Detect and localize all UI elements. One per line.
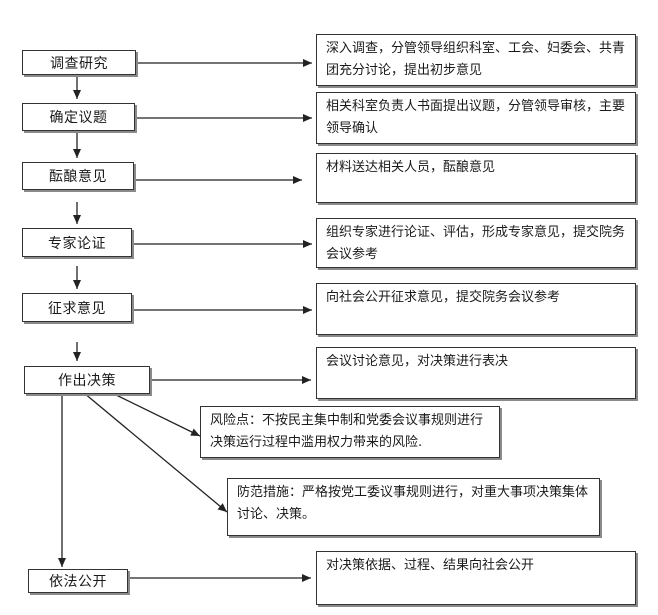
step-research-label: 调查研究 [50, 55, 108, 72]
detail-expert-text: 组织专家进行论证、评估，形成专家意见，提交院务会议参考 [326, 225, 626, 262]
step-publish-label: 依法公开 [49, 574, 107, 590]
step-decide-label: 作出决策 [58, 373, 116, 389]
detail-topic-text: 相关科室负责人书面提出议题，分管领导审核，主要领导确认 [326, 99, 626, 136]
step-research: 调查研究 [22, 50, 136, 75]
risk-point-text: 风险点：不按民主集中制和党委会议事规则进行决策运行过程中滥用权力带来的风险. [210, 413, 484, 450]
detail-solicit-text: 向社会公开征求意见，提交院务会议参考 [326, 290, 561, 305]
detail-research: 深入调查，分管领导组织科室、工会、妇委会、共青团充分讨论，提出初步意见 [316, 34, 636, 86]
detail-expert: 组织专家进行论证、评估，形成专家意见，提交院务会议参考 [316, 218, 636, 268]
risk-point-box: 风险点：不按民主集中制和党委会议事规则进行决策运行过程中滥用权力带来的风险. [200, 406, 500, 458]
step-solicit-label: 征求意见 [48, 300, 106, 317]
prevention-measures-text: 防范措施：严格按党工委议事规则进行，对重大事项决策集体讨论、决策。 [237, 485, 589, 522]
step-decide: 作出决策 [24, 366, 150, 394]
detail-research-text: 深入调查，分管领导组织科室、工会、妇委会、共青团充分讨论，提出初步意见 [326, 41, 626, 78]
detail-brew-text: 材料送达相关人员，酝酿意见 [326, 160, 496, 175]
arrow-decide-to-risk [111, 392, 201, 437]
detail-publish-text: 对决策依据、过程、结果向社会公开 [326, 558, 535, 573]
detail-decide: 会议讨论意见，对决策进行表决 [316, 347, 636, 399]
step-expert-label: 专家论证 [48, 235, 106, 252]
detail-decide-text: 会议讨论意见，对决策进行表决 [326, 354, 509, 369]
step-expert: 专家论证 [22, 228, 132, 257]
step-solicit: 征求意见 [22, 293, 132, 322]
prevention-measures-box: 防范措施：严格按党工委议事规则进行，对重大事项决策集体讨论、决策。 [227, 478, 600, 536]
step-brew: 酝酿意见 [22, 162, 134, 190]
detail-solicit: 向社会公开征求意见，提交院务会议参考 [316, 283, 636, 335]
detail-publish: 对决策依据、过程、结果向社会公开 [316, 551, 636, 605]
detail-brew: 材料送达相关人员，酝酿意见 [316, 153, 636, 203]
step-publish: 依法公开 [28, 569, 128, 593]
step-topic: 确定议题 [22, 103, 135, 131]
step-topic-label: 确定议题 [49, 110, 108, 126]
arrow-decide-to-prevention [83, 392, 228, 513]
step-brew-label: 酝酿意见 [49, 169, 107, 185]
detail-topic: 相关科室负责人书面提出议题，分管领导审核，主要领导确认 [316, 92, 636, 144]
